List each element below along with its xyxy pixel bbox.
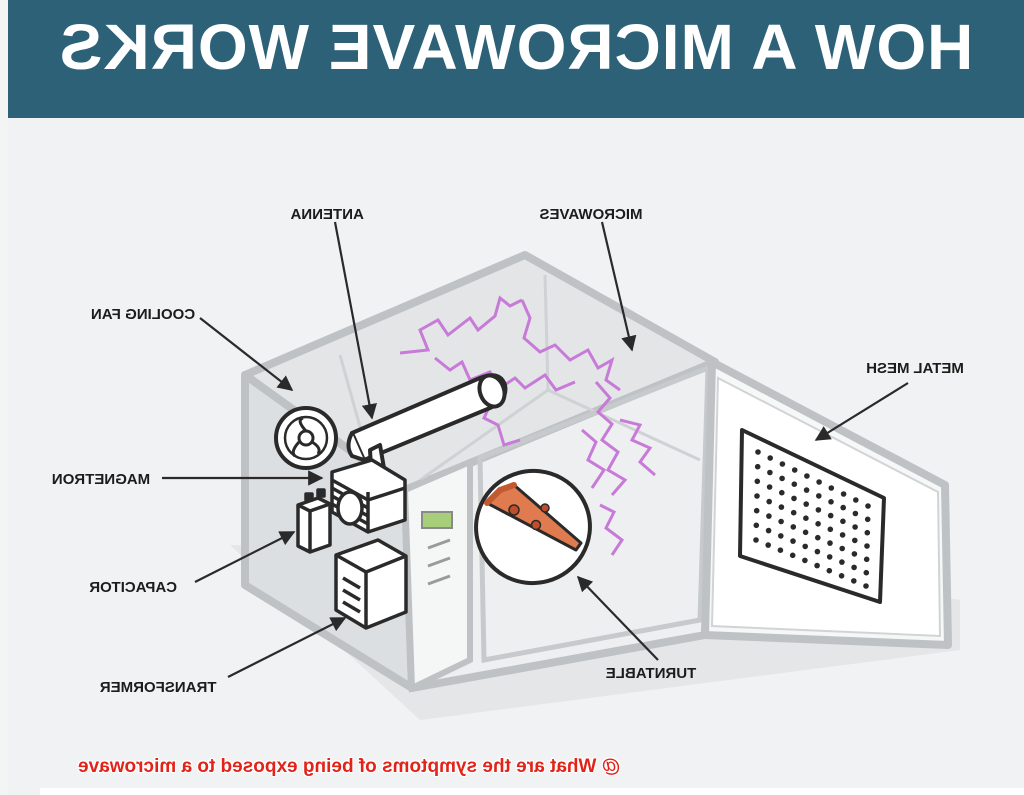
mesh-dot <box>814 548 821 555</box>
mesh-dot <box>827 540 833 546</box>
mesh-dot <box>790 524 797 530</box>
mesh-dot <box>839 532 846 538</box>
mesh-dot <box>779 475 785 482</box>
mesh-dot <box>754 493 760 499</box>
mesh-dot <box>826 567 833 574</box>
mesh-dot <box>851 564 857 571</box>
mesh-dot <box>864 516 871 523</box>
label-capacitor: CAPACITOR <box>89 579 177 596</box>
mesh-dot <box>816 493 822 499</box>
mesh-dot <box>863 556 870 563</box>
mesh-dot <box>766 498 772 505</box>
mesh-dot <box>852 537 858 544</box>
mesh-dot <box>766 484 773 490</box>
mesh-dot <box>777 547 784 553</box>
mesh-dot <box>815 507 822 513</box>
mesh-dot <box>864 543 870 549</box>
transformer <box>334 538 408 630</box>
metal-mesh-dots <box>753 449 871 589</box>
label-arrows <box>162 221 909 678</box>
bottom-strip <box>40 788 1024 795</box>
mesh-dot <box>852 510 859 517</box>
mesh-dot <box>779 461 786 467</box>
label-magnetron: MAGNETRON <box>52 471 150 488</box>
mesh-dot <box>802 529 809 536</box>
mesh-dot <box>826 554 833 560</box>
mesh-dot <box>778 518 784 525</box>
mesh-dot <box>852 524 858 530</box>
mesh-dot <box>802 557 808 564</box>
mesh-dot <box>790 538 796 544</box>
label-microwaves: MICROWAVES <box>539 206 642 223</box>
mesh-dot <box>864 529 871 536</box>
label-metal-mesh: METAL MESH <box>866 360 964 377</box>
mesh-dot <box>814 562 820 569</box>
mesh-dot <box>803 515 809 521</box>
mesh-dot <box>778 504 785 510</box>
mesh-dot <box>828 485 835 491</box>
mesh-dot <box>851 551 858 557</box>
header-banner: HOW A MICROWAVE WORKS <box>8 0 1024 118</box>
mesh-dot <box>839 559 845 565</box>
mesh-dot <box>803 487 810 493</box>
mesh-dot <box>865 503 871 509</box>
mesh-dot <box>765 527 772 534</box>
mesh-dot <box>791 495 797 502</box>
control-panel <box>401 457 473 693</box>
mesh-dot <box>755 449 761 455</box>
mesh-dot <box>838 573 845 579</box>
pizza-icon <box>484 482 583 552</box>
mesh-dot <box>827 526 834 533</box>
mesh-dot <box>863 569 870 576</box>
label-cooling-fan: COOLING FAN <box>91 306 195 323</box>
mesh-dot <box>851 578 857 584</box>
capacitor <box>296 488 332 554</box>
mesh-dot <box>767 469 773 476</box>
mesh-dot <box>828 499 834 505</box>
image-caption: @ What are the symptoms of being exposed… <box>78 756 621 777</box>
mesh-dot <box>827 512 834 519</box>
mesh-dot <box>765 542 771 548</box>
mesh-dot <box>791 481 798 488</box>
fan-icon <box>274 406 338 470</box>
mesh-dot <box>840 491 847 497</box>
mesh-dot <box>790 509 797 516</box>
metal-mesh-panel <box>738 428 886 604</box>
mesh-dot <box>804 473 810 479</box>
label-turntable: TURNTABLE <box>606 665 697 682</box>
mesh-dot <box>753 507 760 514</box>
mesh-dot <box>754 463 761 470</box>
mesh-dot <box>815 521 821 527</box>
mesh-dot <box>803 501 809 507</box>
oven-door <box>701 358 952 649</box>
label-transformer: TRANSFORMER <box>100 679 217 696</box>
mesh-dot <box>791 467 798 473</box>
mesh-dot <box>779 489 785 496</box>
mesh-dot <box>802 543 808 550</box>
mesh-dot <box>863 583 869 589</box>
mesh-dot <box>754 478 761 485</box>
mesh-dot <box>840 518 846 525</box>
mesh-dot <box>766 513 772 519</box>
mesh-dot <box>816 479 822 485</box>
mesh-dot <box>840 504 846 511</box>
mesh-dot <box>778 533 784 539</box>
mesh-dot <box>853 497 859 503</box>
mesh-dot <box>767 455 773 461</box>
mesh-dot <box>753 522 760 529</box>
mesh-dot <box>789 552 796 559</box>
mesh-dot <box>815 534 821 541</box>
mesh-dot <box>753 537 759 543</box>
mesh-dot <box>839 545 845 552</box>
label-antenna: ANTENNA <box>290 206 363 223</box>
magnetron <box>330 458 407 534</box>
oven-front-window <box>477 364 711 663</box>
